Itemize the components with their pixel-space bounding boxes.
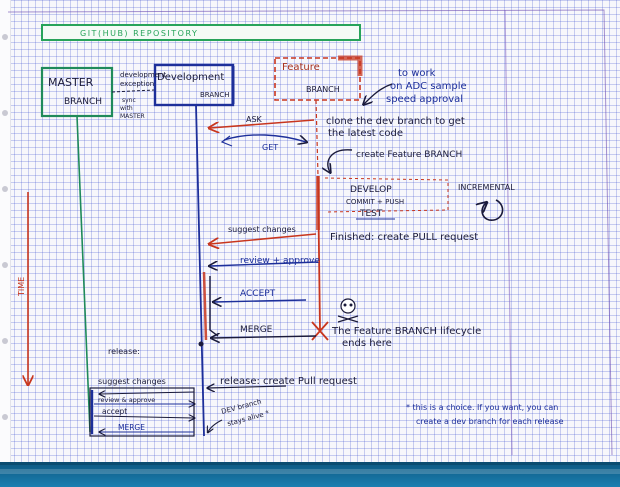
punched-margin <box>0 0 11 462</box>
development-branch-label: BRANCH <box>200 91 230 99</box>
feature-lifeline-top <box>315 99 319 177</box>
feature-branch-label: BRANCH <box>306 85 340 94</box>
development-branch-box: Development BRANCH <box>153 63 235 107</box>
master-branch-label: BRANCH <box>64 97 102 107</box>
development-lifeline <box>195 104 205 437</box>
release-suggest-changes: suggest changes <box>98 377 166 386</box>
release-accept: accept <box>102 407 127 416</box>
note-to-work-3: speed approval <box>386 94 463 105</box>
graph-paper-background <box>0 0 620 462</box>
accept-arrow <box>214 300 307 302</box>
suggest-changes-arrow <box>210 233 317 244</box>
git-workflow-diagram: GIT(HUB) REPOSITORY MASTER BRANCH Develo… <box>7 9 613 456</box>
review-approve-label: review + approve <box>240 256 320 266</box>
note-sync-1: sync <box>122 97 136 104</box>
lifecycle-end-cross <box>311 321 329 341</box>
accept-label: ACCEPT <box>240 289 276 299</box>
feature-branch-box: Feature BRANCH <box>274 55 363 101</box>
note-dev-exception-2: exception <box>120 80 154 88</box>
incremental-loop-icon <box>482 199 504 221</box>
ask-arrow <box>210 119 315 128</box>
note-clone-2: the latest code <box>328 128 403 139</box>
merge-arrow <box>212 336 317 338</box>
develop-cycle: DEVELOP COMMIT + PUSH TEST <box>324 177 449 220</box>
release-box: suggest changes review & approve accept … <box>89 377 194 437</box>
note-sync-3: MASTER <box>120 113 145 120</box>
note-sync-2: with <box>120 105 133 112</box>
release-review-approve: review & approve <box>98 396 155 404</box>
note-lifecycle-1: The Feature BRANCH lifecycle <box>331 326 481 337</box>
repository-banner: GIT(HUB) REPOSITORY <box>41 24 361 41</box>
suggest-changes-label: suggest changes <box>228 225 296 234</box>
release-merge: MERGE <box>118 423 145 432</box>
review-approve-arrow <box>210 262 319 266</box>
note-clone-1: clone the dev branch to get <box>326 116 465 127</box>
banner-title: GIT(HUB) REPOSITORY <box>80 29 198 38</box>
note-incremental: INCREMENTAL <box>458 183 515 192</box>
merge-label: MERGE <box>240 325 273 335</box>
note-test: TEST <box>359 209 383 219</box>
notebook-cover-band <box>0 462 620 487</box>
note-release-pull: release: create Pull request <box>220 376 357 387</box>
master-branch-box: MASTER BRANCH <box>40 66 114 118</box>
note-dev-exception-1: development <box>120 71 166 79</box>
note-develop: DEVELOP <box>350 185 392 195</box>
note-lifecycle-2: ends here <box>342 338 392 349</box>
ask-label: ASK <box>246 115 263 124</box>
note-choice-2: create a dev branch for each release <box>416 417 564 426</box>
master-label: MASTER <box>48 76 94 89</box>
note-finished: Finished: create PULL request <box>330 232 478 243</box>
note-commit-push: COMMIT + PUSH <box>346 198 404 206</box>
get-arrow <box>223 134 306 142</box>
feature-label: Feature <box>282 62 320 73</box>
skull-icon <box>337 298 359 323</box>
note-create-feature: create Feature BRANCH <box>356 150 462 160</box>
time-axis: TIME <box>17 192 28 384</box>
time-label: TIME <box>17 277 26 297</box>
master-lifeline <box>76 115 91 433</box>
development-label: Development <box>157 72 224 83</box>
note-to-work-2: on ADC sample <box>390 81 467 92</box>
release-label: release: <box>108 347 140 356</box>
note-choice-1: * this is a choice. If you want, you can <box>406 403 558 412</box>
get-label: GET <box>262 143 278 152</box>
note-to-work-1: to work <box>398 68 436 79</box>
